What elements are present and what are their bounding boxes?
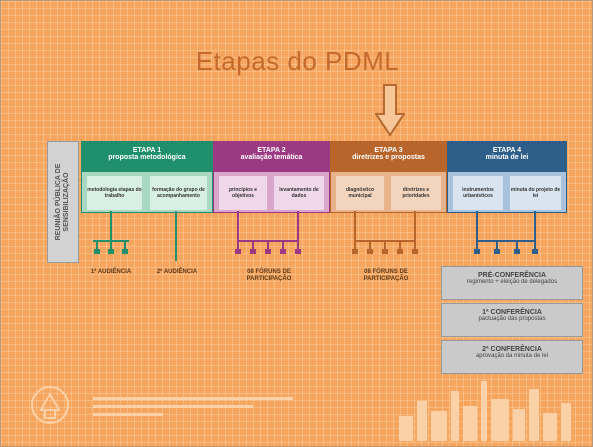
footer-text-lines (93, 397, 293, 416)
stage-2-item-2: levantamento de dados (274, 176, 324, 210)
stage-3-forums-label: 08 FÓRUNS DE PARTICIPAÇÃO (363, 269, 409, 282)
down-arrow-icon (375, 84, 405, 136)
stage-4-name: ETAPA 4 (492, 147, 522, 154)
pre-conference-subtitle: regimento + eleição de delegados (466, 279, 558, 285)
pre-conference-title: PRÉ-CONFERÊNCIA (477, 272, 547, 279)
stage-4-subtitle: minuta de lei (485, 154, 529, 161)
public-meeting-line1: REUNIÃO PÚBLICA DE (55, 163, 62, 241)
stage-4-item-1: instrumentos urbanísticos (453, 176, 503, 210)
stage-2-subtitle: avaliação temática (240, 154, 303, 161)
stage-4-item-2: minuta do projeto de lei (510, 176, 561, 210)
public-meeting-line2: SENSIBILIZAÇÃO (63, 172, 70, 232)
stage-2-item-1: princípios e objetivos (219, 176, 267, 210)
stage-4-connector (474, 211, 538, 254)
stage-2: ETAPA 2 avaliação temática princípios e … (213, 141, 330, 213)
stage-1-item-1: metodologia etapas do trabalho (87, 176, 142, 210)
stage-3-item-2: diretrizes e prioridades (391, 176, 441, 210)
stage-3-subtitle: diretrizes e propostas (352, 154, 425, 161)
stage-4: ETAPA 4 minuta de lei instrumentos urban… (447, 141, 567, 213)
stage-1: ETAPA 1 proposta metodológica metodologi… (81, 141, 213, 213)
stage-3-name: ETAPA 3 (374, 147, 403, 154)
stage-3-connector (352, 211, 418, 254)
first-conference-title: 1ª CONFERÊNCIA (482, 309, 542, 316)
skyline-icon (399, 381, 571, 441)
public-meeting-panel: REUNIÃO PÚBLICA DE SENSIBILIZAÇÃO (47, 141, 79, 263)
stage-1-name: ETAPA 1 (132, 147, 162, 154)
stage-1-item-2: formação do grupo de acompanhamento (150, 176, 207, 210)
city-logo-icon (31, 386, 69, 424)
second-conference-title: 2ª CONFERÊNCIA (482, 346, 542, 353)
page-title: Etapas do PDML (195, 46, 400, 76)
stage-3: ETAPA 3 diretrizes e propostas diagnósti… (330, 141, 447, 213)
stage-3-item-1: diagnóstico municipal (336, 176, 384, 210)
stage-2-connector (235, 211, 301, 254)
stage-2-name: ETAPA 2 (257, 147, 286, 154)
stage-1-subtitle: proposta metodológica (108, 154, 186, 161)
pre-conference-box: PRÉ-CONFERÊNCIA regimento + eleição de d… (441, 266, 583, 300)
second-conference-box: 2ª CONFERÊNCIA aprovação da minuta de le… (441, 340, 583, 374)
first-conference-box: 1ª CONFERÊNCIA pactuação das propostas (441, 303, 583, 337)
stage-2-forums-label: 08 FÓRUNS DE PARTICIPAÇÃO (246, 269, 292, 282)
stage-1-connector (93, 211, 177, 261)
first-conference-subtitle: pactuação das propostas (478, 316, 546, 322)
second-hearing-label: 2ª AUDIÊNCIA (156, 269, 198, 275)
first-hearing-label: 1ª AUDIÊNCIA (90, 269, 132, 275)
second-conference-subtitle: aprovação da minuta de lei (475, 353, 549, 359)
